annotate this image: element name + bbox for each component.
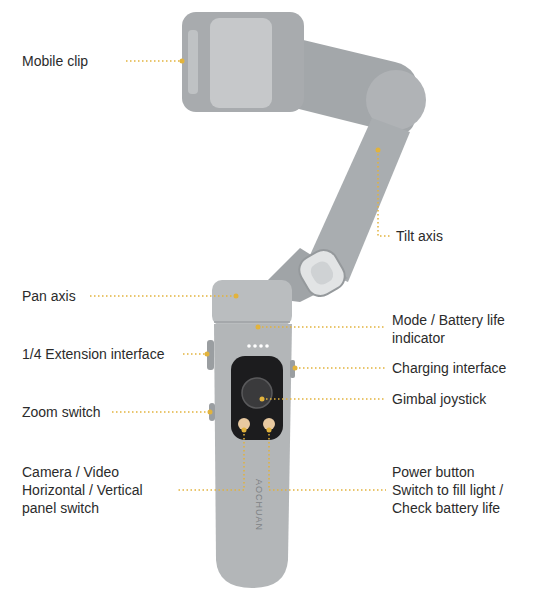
part-label: Zoom switch: [22, 403, 101, 421]
leader-line: [258, 326, 386, 328]
part-label: Horizontal / Vertical panel switch: [22, 481, 172, 517]
leader-dot: [205, 352, 210, 357]
part-label: Charging interface: [392, 359, 506, 377]
leader-dot: [234, 294, 239, 299]
part-label: Power button: [392, 463, 475, 481]
indicator-led: [265, 344, 269, 348]
clip-pad: [210, 18, 272, 108]
tilt-knob: [294, 245, 350, 301]
indicator-led: [259, 344, 263, 348]
pan-motor: [212, 280, 292, 326]
leader-line: [178, 430, 244, 490]
leader-line: [183, 353, 207, 355]
leader-dot: [293, 366, 298, 371]
leader-dot: [242, 428, 247, 433]
part-label: Mobile clip: [22, 52, 88, 70]
leader-dot: [267, 428, 272, 433]
brand-text: AOCHUAN: [254, 479, 264, 531]
leader-line: [269, 430, 386, 490]
leader-line: [126, 60, 182, 62]
leader-dot: [208, 410, 213, 415]
leader-line: [90, 295, 236, 297]
leader-dot: [376, 148, 381, 153]
leader-dot: [260, 397, 265, 402]
handle: [214, 324, 292, 588]
pan-seam: [214, 321, 290, 323]
leader-line: [112, 411, 210, 413]
leader-line: [295, 367, 386, 369]
indicator-led: [253, 344, 257, 348]
leader-dot: [256, 325, 261, 330]
leader-line: [262, 398, 386, 400]
leader-dots: [180, 59, 381, 433]
part-label: Mode / Battery life indicator: [392, 311, 542, 347]
part-label: Switch to fill light / Check battery lif…: [392, 481, 542, 517]
leader-dot: [180, 59, 185, 64]
clip-jaw: [188, 30, 198, 94]
leader-lines: [90, 61, 392, 490]
mobile-clip-body: [182, 12, 304, 112]
part-label: Camera / Video: [22, 463, 119, 481]
joystick: [242, 378, 272, 408]
part-label: Pan axis: [22, 287, 76, 305]
part-label: 1/4 Extension interface: [22, 345, 164, 363]
leader-line: [378, 150, 392, 236]
indicator-led: [247, 344, 251, 348]
tilt-knob-inner: [308, 258, 336, 287]
part-label: Tilt axis: [396, 227, 443, 245]
part-label: Gimbal joystick: [392, 390, 486, 408]
control-panel: [231, 356, 283, 440]
